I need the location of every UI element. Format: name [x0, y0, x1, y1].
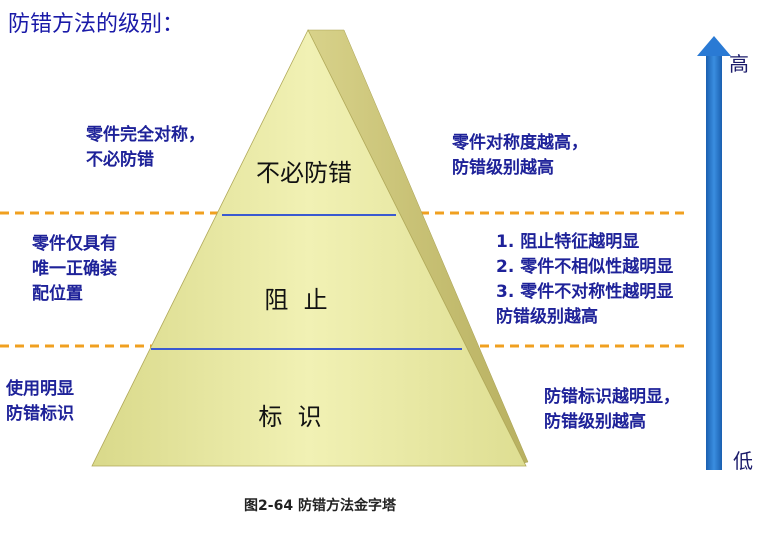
- right-note-middle-line: 3. 零件不对称性越明显: [496, 282, 674, 302]
- right-note-top-line: 零件对称度越高，: [452, 133, 588, 153]
- left-note-top-line: 不必防错: [86, 150, 154, 170]
- figure-caption: 图2-64 防错方法金字塔: [244, 498, 396, 514]
- left-note-bottom: 使用明显 防错标识: [6, 377, 74, 427]
- right-note-top: 零件对称度越高， 防错级别越高: [452, 131, 588, 181]
- right-note-middle: 1. 阻止特征越明显 2. 零件不相似性越明显 3. 零件不对称性越明显 防错级…: [496, 230, 673, 330]
- right-note-middle-line: 2. 零件不相似性越明显: [496, 257, 674, 277]
- level-label-bottom: 标 识: [258, 403, 322, 431]
- left-note-top: 零件完全对称， 不必防错: [86, 123, 205, 173]
- left-note-bottom-line: 防错标识: [6, 404, 74, 424]
- right-note-middle-line: 防错级别越高: [496, 307, 598, 327]
- right-note-top-line: 防错级别越高: [452, 158, 554, 178]
- left-note-middle-line: 零件仅具有: [32, 234, 117, 254]
- axis-label-low: 低: [733, 449, 753, 473]
- left-note-bottom-line: 使用明显: [6, 379, 74, 399]
- left-note-middle: 零件仅具有 唯一正确装 配位置: [32, 232, 117, 307]
- left-note-top-line: 零件完全对称，: [86, 125, 205, 145]
- right-note-bottom-line: 防错标识越明显，: [544, 387, 680, 407]
- right-note-bottom: 防错标识越明显， 防错级别越高: [544, 385, 680, 435]
- level-arrow: [697, 36, 731, 470]
- left-note-middle-line: 配位置: [32, 284, 83, 304]
- right-note-bottom-line: 防错级别越高: [544, 412, 646, 432]
- level-label-top: 不必防错: [256, 159, 352, 187]
- level-label-middle: 阻 止: [264, 286, 328, 314]
- pyramid-front-face: [91, 29, 527, 467]
- axis-label-high: 高: [729, 52, 749, 76]
- page-title: 防错方法的级别：: [8, 12, 185, 37]
- left-note-middle-line: 唯一正确装: [32, 259, 117, 279]
- right-note-middle-line: 1. 阻止特征越明显: [496, 232, 640, 252]
